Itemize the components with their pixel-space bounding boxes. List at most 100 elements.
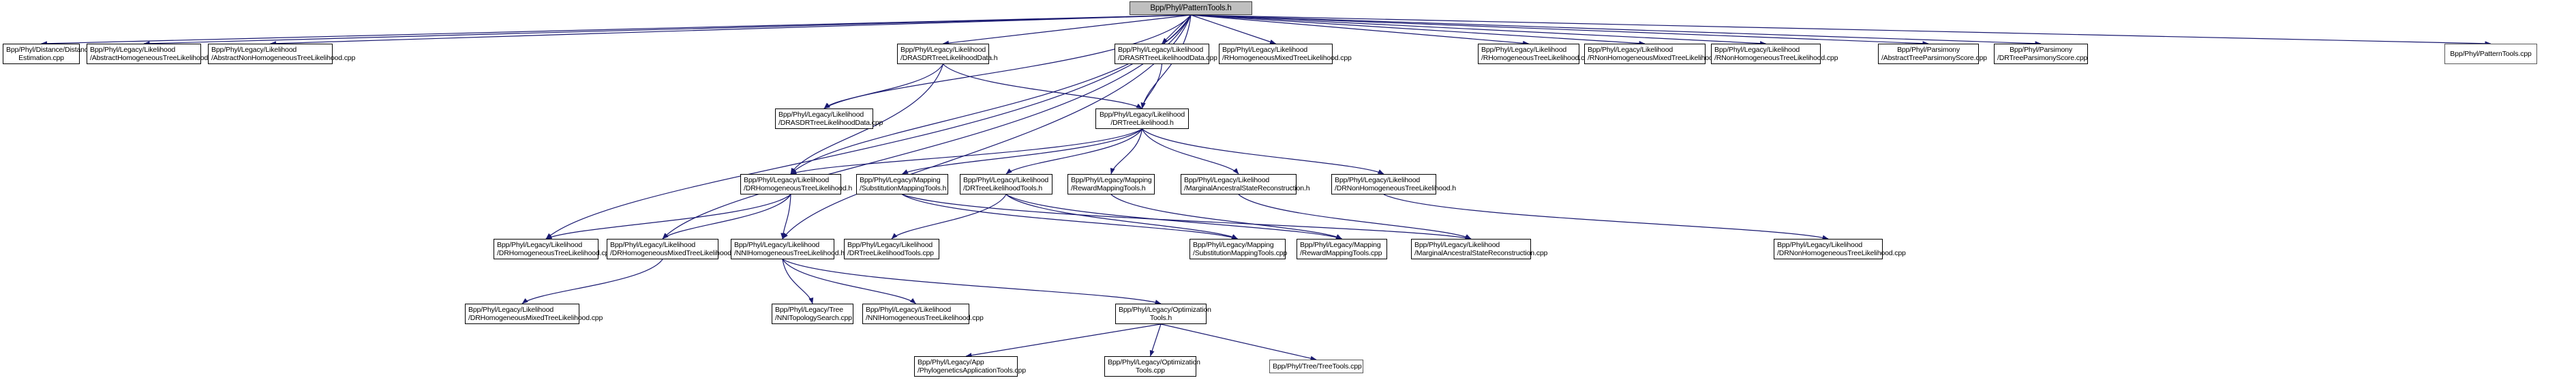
node-label-line: Bpp/Phyl/Legacy/Likelihood [610,240,696,249]
graph-edge [943,14,1192,46]
node-label-line: Bpp/Phyl/Legacy/Likelihood [778,110,864,119]
node-label-line: Tools.cpp [1135,366,1165,375]
graph-node[interactable]: Bpp/Phyl/Legacy/Mapping/SubstitutionMapp… [856,174,948,194]
graph-node[interactable]: Bpp/Phyl/Legacy/Tree/NNITopologySearch.c… [772,304,853,324]
node-label-line: /DRNonHomogeneousTreeLikelihood.cpp [1777,249,1906,257]
graph-edge [902,194,1472,240]
node-label-line: Bpp/Phyl/Legacy/Likelihood [1335,175,1421,184]
node-label-line: Bpp/Phyl/Legacy/Tree [775,305,843,314]
node-label-line: Bpp/Phyl/Legacy/Mapping [1300,240,1381,249]
graph-root-node[interactable]: Bpp/Phyl/PatternTools.h [1130,1,1252,15]
node-label-line: /DRASDRTreeLikelihoodData.h [900,54,998,62]
graph-node[interactable]: Bpp/Phyl/Legacy/Likelihood/DRASDRTreeLik… [897,44,998,64]
graph-node[interactable]: Bpp/Phyl/Legacy/Likelihood/DRTreeLikelih… [844,239,939,259]
node-label-line: Bpp/Phyl/Legacy/Likelihood [1714,45,1800,54]
node-label-line: /DRTreeLikelihoodTools.h [963,184,1043,192]
graph-edge [782,259,814,304]
graph-edge [1383,194,1829,240]
graph-node[interactable]: Bpp/Phyl/Legacy/Likelihood/DRHomogeneous… [740,174,852,194]
node-label-line: /SubstitutionMappingTools.cpp [1193,249,1288,257]
node-label-line: /DRTreeLikelihood.h [1110,119,1174,127]
node-label-line: /RNonHomogeneousTreeLikelihood.cpp [1714,54,1838,62]
graph-node[interactable]: Bpp/Phyl/Legacy/Likelihood/DRHomogeneous… [494,239,613,259]
node-label-line: /DRTreeParsimonyScore.cpp [1997,54,2088,62]
node-label-line: /AbstractHomogeneousTreeLikelihood.cpp [90,54,222,62]
node-label-line: /DRASRTreeLikelihoodData.cpp [1118,54,1217,62]
node-label-line: /DRTreeLikelihoodTools.cpp [847,249,934,257]
graph-node[interactable]: Bpp/Phyl/Legacy/Likelihood/NNIHomogeneou… [862,304,984,324]
graph-node[interactable]: Bpp/Phyl/Parsimony/AbstractTreeParsimony… [1878,44,1987,64]
graph-edge [1110,194,1342,240]
graph-node[interactable]: Bpp/Phyl/Legacy/Likelihood/DRHomogeneous… [465,304,603,324]
node-label-line: /MarginalAncestralStateReconstruction.h [1184,184,1310,192]
graph-node[interactable]: Bpp/Phyl/Legacy/Mapping/RewardMappingToo… [1067,174,1155,194]
graph-node[interactable]: Bpp/Phyl/Legacy/Likelihood/AbstractHomog… [87,44,222,64]
graph-edge [1110,128,1143,175]
node-label-line: Bpp/Phyl/Legacy/App [918,358,984,366]
graph-node[interactable]: Bpp/Phyl/Legacy/Likelihood/DRHomogeneous… [607,239,738,259]
node-label-line: Bpp/Phyl/Legacy/Mapping [1071,175,1152,184]
node-label-line: /DRHomogeneousMixedTreeLikelihood.h [610,249,738,257]
graph-edge [662,194,791,240]
graph-edge [790,128,1142,175]
node-label-line: /DRASDRTreeLikelihoodData.cpp [778,119,883,127]
graph-node[interactable]: Bpp/Phyl/Legacy/Likelihood/DRNonHomogene… [1774,239,1906,259]
node-label-line: Bpp/Phyl/Legacy/Likelihood [1184,175,1270,184]
graph-edge [143,14,1192,46]
node-label-line: /PhylogeneticsApplicationTools.cpp [918,366,1026,375]
node-label-line: Bpp/Phyl/Legacy/Mapping [860,175,941,184]
node-label-line: Estimation.cpp [18,54,64,62]
graph-node[interactable]: Bpp/Phyl/Legacy/Mapping/RewardMappingToo… [1297,239,1387,259]
graph-node[interactable]: Bpp/Phyl/Legacy/Likelihood/RHomogeneousT… [1478,44,1592,64]
graph-edge [1162,14,1192,44]
graph-node[interactable]: Bpp/Phyl/Legacy/Likelihood/DRASDRTreeLik… [775,108,883,129]
graph-edge [545,194,791,240]
graph-edge [1141,128,1239,175]
graph-node[interactable]: Bpp/Phyl/Tree/TreeTools.cpp [1269,360,1363,373]
graph-node[interactable]: Bpp/Phyl/Legacy/Likelihood/DRTreeLikelih… [1095,108,1189,129]
graph-node[interactable]: Bpp/Phyl/Legacy/Likelihood/DRTreeLikelih… [960,174,1052,194]
graph-node[interactable]: Bpp/Phyl/Legacy/App/PhylogeneticsApplica… [914,356,1026,377]
node-label-line: /SubstitutionMappingTools.h [860,184,947,192]
node-label-line: /DRHomogeneousMixedTreeLikelihood.cpp [468,314,603,322]
node-label-line: Bpp/Phyl/Legacy/Likelihood [1777,240,1863,249]
node-label-line: /NNIHomogeneousTreeLikelihood.h [734,249,845,257]
node-label-line: Bpp/Phyl/PatternTools.cpp [2450,49,2532,58]
graph-node[interactable]: Bpp/Phyl/Legacy/Likelihood/MarginalAnces… [1411,239,1547,259]
graph-edge [1190,14,1929,46]
graph-node[interactable]: Bpp/Phyl/Legacy/Likelihood/RHomogeneousM… [1219,44,1352,64]
graph-node[interactable]: Bpp/Phyl/Legacy/Likelihood/RNonHomogeneo… [1711,44,1838,64]
node-label-line: Bpp/Phyl/Legacy/Likelihood [1222,45,1308,54]
node-label-line: Bpp/Phyl/Tree/TreeTools.cpp [1273,362,1362,371]
graph-node[interactable]: Bpp/Phyl/Legacy/Likelihood/DRNonHomogene… [1331,174,1456,194]
node-label-line: Bpp/Phyl/Legacy/Optimization [1108,358,1200,366]
graph-edge [1142,128,1384,175]
node-label-line: Bpp/Phyl/Parsimony [1897,45,1960,54]
graph-node[interactable]: Bpp/Phyl/Legacy/Likelihood/AbstractNonHo… [208,44,355,64]
node-label-line: Bpp/Phyl/Legacy/Likelihood [963,175,1049,184]
graph-node[interactable]: Bpp/Phyl/Legacy/Mapping/SubstitutionMapp… [1189,239,1288,259]
graph-node[interactable]: Bpp/Phyl/PatternTools.cpp [2444,44,2537,64]
node-label-line: Bpp/Phyl/Legacy/Likelihood [744,175,830,184]
node-label-line: Tools.h [1149,314,1172,322]
graph-edge [781,194,791,240]
graph-edge [1190,14,2491,46]
graph-edge [943,63,1142,109]
node-label-line: Bpp/Phyl/PatternTools.h [1150,3,1232,12]
node-label-line: Bpp/Phyl/Legacy/Likelihood [1588,45,1673,54]
graph-node[interactable]: Bpp/Phyl/Legacy/Likelihood/MarginalAnces… [1181,174,1310,194]
node-label-line: /RNonHomogeneousMixedTreeLikelihood.cpp [1588,54,1730,62]
node-label-line: Bpp/Phyl/Parsimony [2010,45,2072,54]
graph-node[interactable]: Bpp/Phyl/Legacy/Likelihood/NNIHomogeneou… [731,239,845,259]
node-label-line: /NNIHomogeneousTreeLikelihood.cpp [866,314,984,322]
node-label-line: Bpp/Phyl/Legacy/Likelihood [900,45,986,54]
graph-node[interactable]: Bpp/Phyl/Parsimony/DRTreeParsimonyScore.… [1994,44,2088,64]
graph-node[interactable]: Bpp/Phyl/Legacy/Likelihood/DRASRTreeLike… [1115,44,1217,64]
node-label-line: Bpp/Phyl/Legacy/Mapping [1193,240,1274,249]
graph-node[interactable]: Bpp/Phyl/Legacy/Likelihood/RNonHomogeneo… [1584,44,1730,64]
graph-edge [1190,14,1766,46]
node-label-line: /RHomogeneousTreeLikelihood.cpp [1481,54,1592,62]
